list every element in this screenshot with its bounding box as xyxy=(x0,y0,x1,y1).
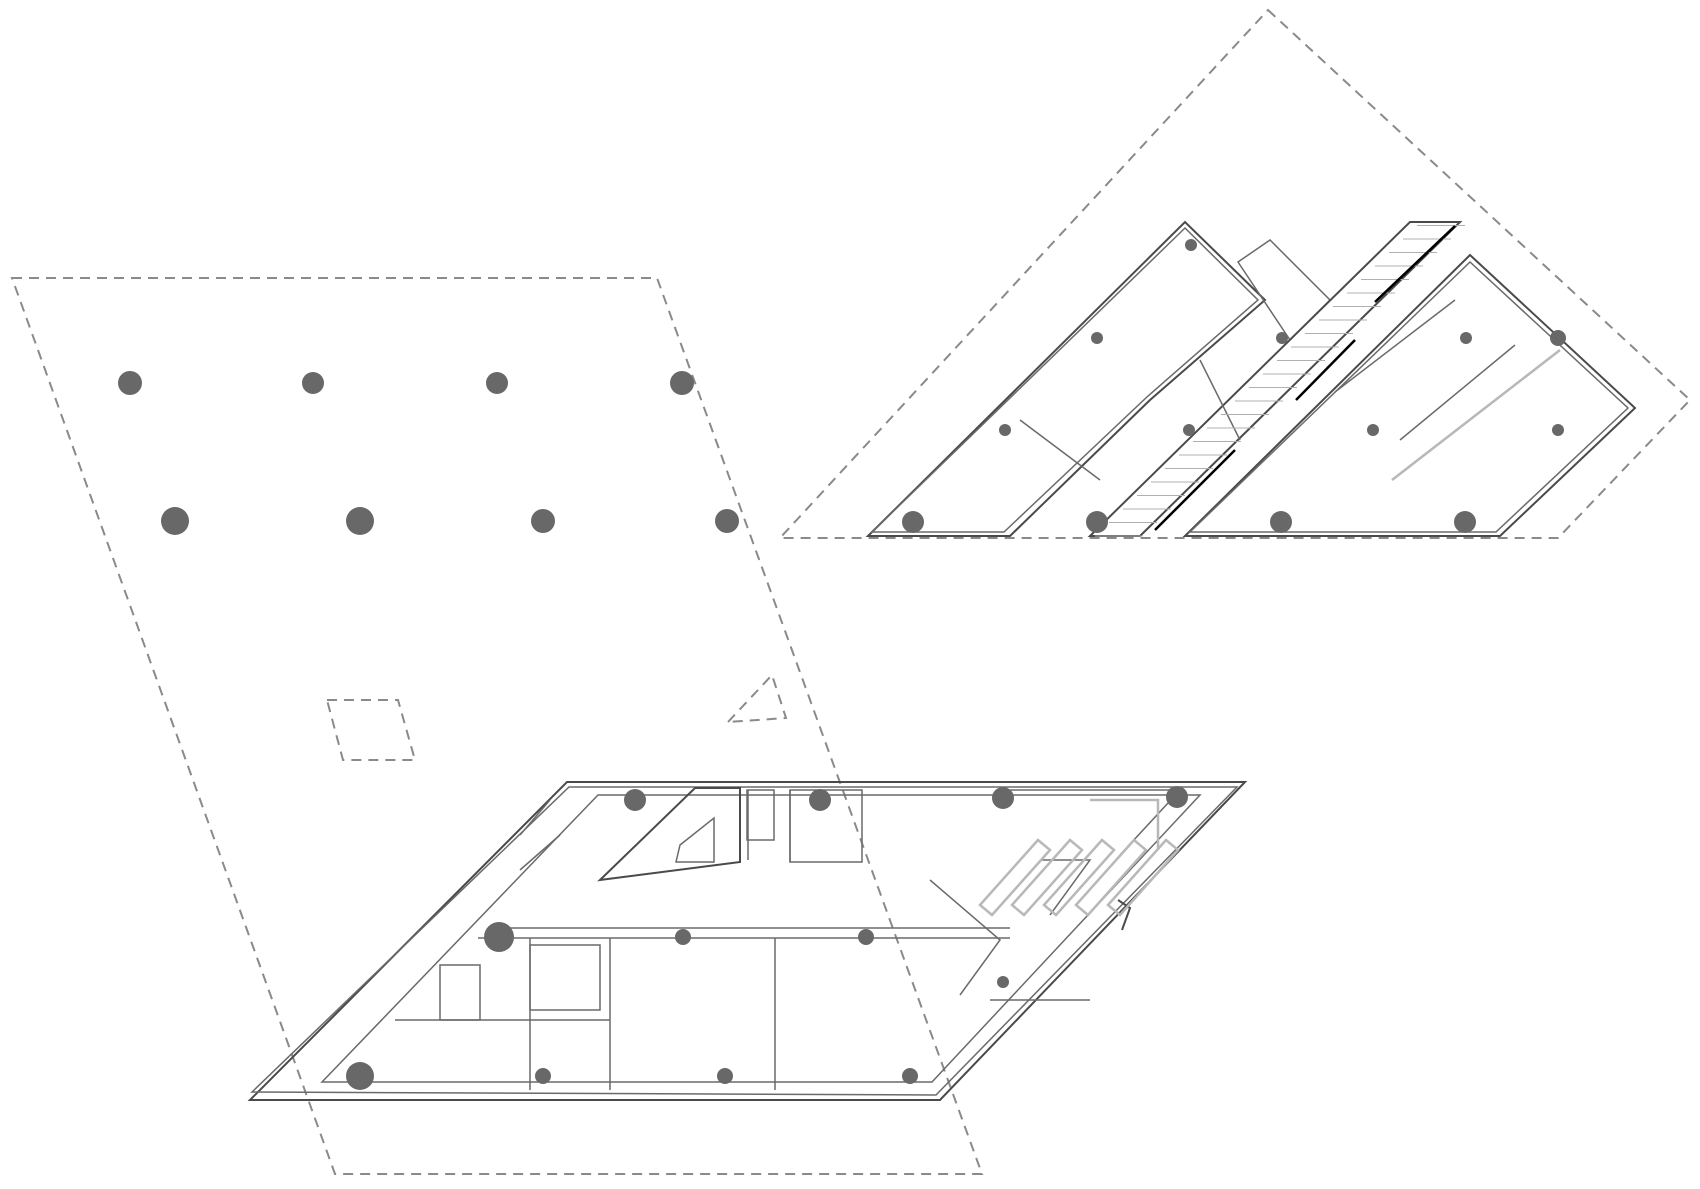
shelving-unit-4 xyxy=(1074,838,1148,917)
right-block-1 xyxy=(865,220,1267,537)
column-18 xyxy=(535,1068,551,1084)
right-divider-2 xyxy=(1399,344,1516,441)
stair-handrail-2 xyxy=(1295,339,1356,401)
shelving-unit-3 xyxy=(1042,838,1116,917)
column-3 xyxy=(486,372,508,394)
right-divider-1 xyxy=(1334,299,1456,393)
lift-box xyxy=(746,789,775,841)
column-5 xyxy=(161,507,189,535)
column-23 xyxy=(1276,332,1288,344)
column-33 xyxy=(1454,511,1476,533)
wing-room xyxy=(1040,859,1092,916)
column-19 xyxy=(717,1068,733,1084)
diagonal-wall-1 xyxy=(519,799,551,836)
column-6 xyxy=(346,507,374,535)
columns xyxy=(118,239,1566,1090)
right-corridor xyxy=(1087,221,1463,537)
column-31 xyxy=(1086,511,1108,533)
floor-plate-outer xyxy=(247,781,1248,1101)
column-14 xyxy=(675,929,691,945)
right-block-3-inner xyxy=(1188,260,1630,533)
small-room-1 xyxy=(439,964,481,1021)
column-27 xyxy=(1460,332,1472,344)
column-20 xyxy=(902,1068,918,1084)
level-outline-left xyxy=(10,277,984,1175)
column-7 xyxy=(531,509,555,533)
diagonal-wall-2 xyxy=(519,834,561,871)
angled-partition xyxy=(929,879,1002,996)
toilet-block xyxy=(529,944,601,1011)
column-29 xyxy=(1552,424,1564,436)
column-32 xyxy=(1270,511,1292,533)
column-13 xyxy=(484,922,514,952)
right-divider-4 xyxy=(1199,359,1241,441)
void-outline-square xyxy=(325,699,417,761)
shelving-unit-2 xyxy=(1010,838,1084,917)
shelving-unit-1 xyxy=(978,838,1052,917)
wall-lines xyxy=(247,220,1637,1101)
column-21 xyxy=(1185,239,1197,251)
column-26 xyxy=(1367,424,1379,436)
column-9 xyxy=(624,789,646,811)
stair-symbol xyxy=(675,816,715,863)
stair-handrail-3 xyxy=(1374,225,1456,303)
column-30 xyxy=(902,511,924,533)
column-22 xyxy=(1091,332,1103,344)
column-25 xyxy=(1183,424,1195,436)
column-11 xyxy=(992,787,1014,809)
hatched-strip xyxy=(1095,225,1465,537)
column-17 xyxy=(346,1062,374,1090)
floor-plate-inner xyxy=(250,786,1239,1096)
right-divider-3 xyxy=(1019,419,1101,481)
notch-detail xyxy=(1117,899,1132,931)
lift-shaft xyxy=(789,789,863,863)
stair-handrail-1 xyxy=(1154,449,1236,531)
column-2 xyxy=(302,372,324,394)
column-28 xyxy=(1550,330,1566,346)
shelving-unit-5 xyxy=(1106,838,1180,917)
column-4 xyxy=(670,371,694,395)
right-block-1-inner xyxy=(870,226,1260,533)
wing-counter xyxy=(1090,798,1160,850)
right-grey-panel xyxy=(1391,349,1561,481)
column-12 xyxy=(1166,786,1188,808)
dashed-outlines xyxy=(10,8,1692,1175)
column-15 xyxy=(858,929,874,945)
column-16 xyxy=(997,976,1009,988)
level-outline-right xyxy=(777,8,1692,539)
stair-core xyxy=(597,787,741,882)
column-8 xyxy=(715,509,739,533)
column-10 xyxy=(809,789,831,811)
void-outline-triangle xyxy=(725,673,788,724)
column-1 xyxy=(118,371,142,395)
column-24 xyxy=(999,424,1011,436)
right-block-3 xyxy=(1182,253,1637,537)
right-block-2 xyxy=(1236,239,1332,342)
